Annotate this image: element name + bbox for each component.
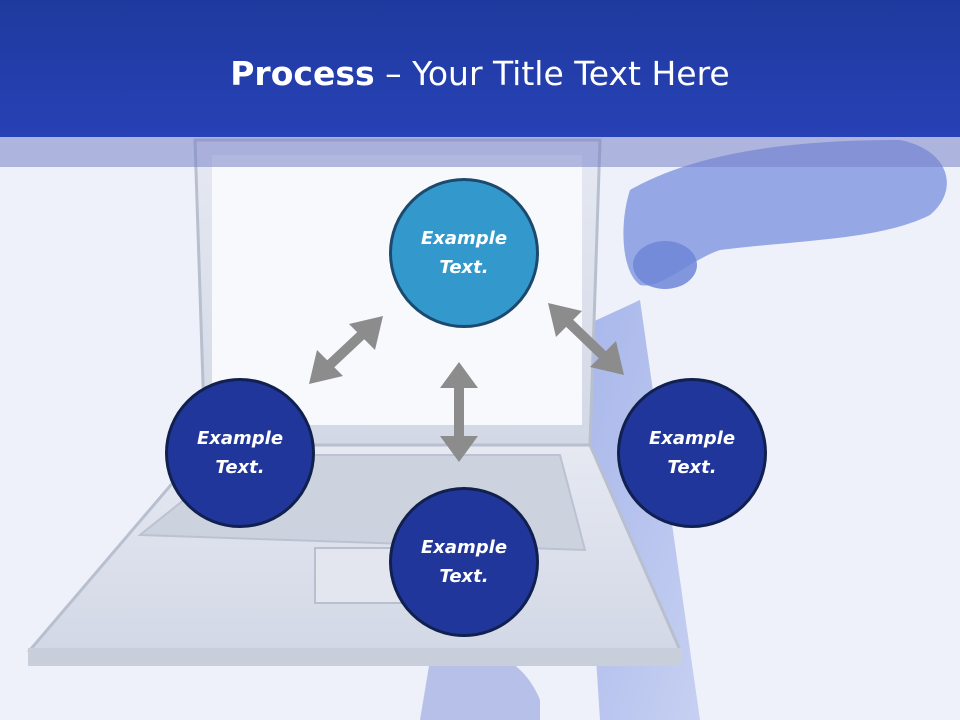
process-node-left: Example Text. [165, 378, 315, 528]
header-band [0, 137, 960, 167]
process-node-right: Example Text. [617, 378, 767, 528]
figure-arm [623, 140, 947, 286]
header-bar [0, 0, 960, 137]
laptop-front-edge [28, 648, 682, 666]
arrow-top-right [558, 312, 614, 366]
arrowhead [309, 350, 343, 384]
figure-lower [420, 650, 540, 720]
arrowhead [590, 341, 624, 375]
node-label: Example Text. [420, 228, 508, 278]
title-bold: Process [230, 54, 375, 93]
arrowhead [440, 436, 478, 462]
node-label: Example Text. [420, 537, 508, 587]
process-node-top: Example Text. [389, 178, 539, 328]
arrowhead [548, 303, 582, 337]
node-label: Example Text. [196, 428, 284, 478]
arrowhead [440, 362, 478, 388]
title-rest: – Your Title Text Here [374, 54, 730, 93]
slide-title: Process – Your Title Text Here [0, 50, 960, 98]
arrowhead [349, 316, 383, 350]
process-node-bottom: Example Text. [389, 487, 539, 637]
figure-hand [633, 241, 697, 289]
node-label: Example Text. [648, 428, 736, 478]
